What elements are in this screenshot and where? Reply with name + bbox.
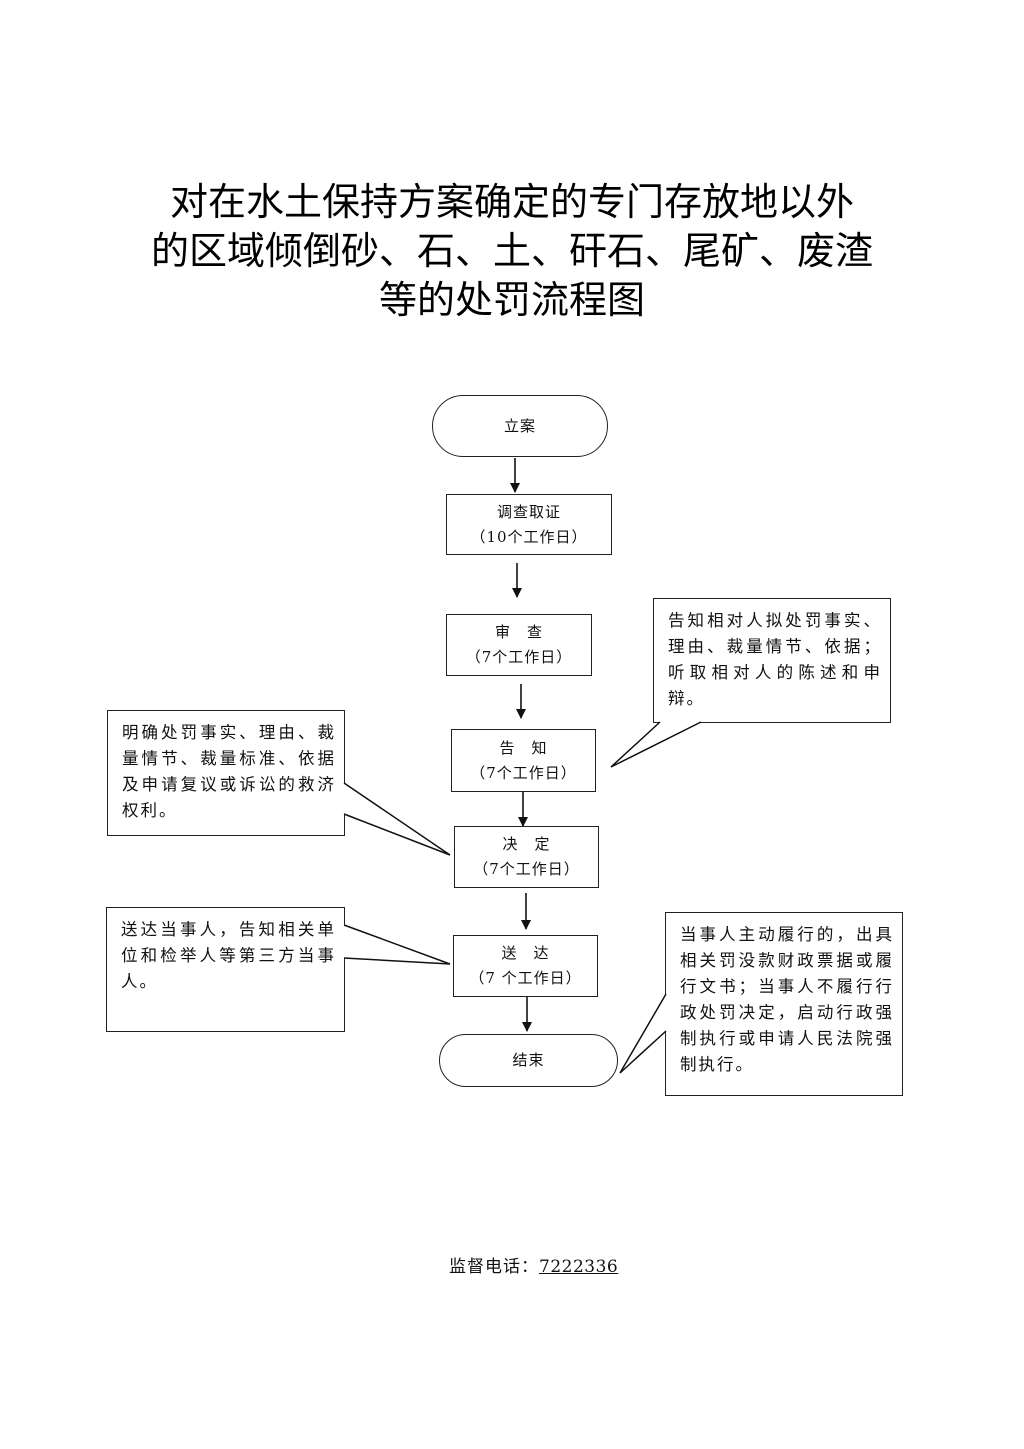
end-node: 结束 (439, 1034, 618, 1087)
title-line-1: 对在水土保持方案确定的专门存放地以外 (169, 180, 854, 224)
title-line-2: 的区域倾倒砂、石、土、矸石、尾矿、废渣 (150, 229, 873, 273)
pointer-decide-note (343, 782, 451, 856)
note-notify-content: 告知相对人拟处罚事实、理由、裁量情节、依据；听取相对人的陈述和申辩。 (653, 598, 891, 723)
note-deliver-content: 送达当事人，告知相关单位和检举人等第三方当事人。 (106, 907, 345, 1032)
deliver-duration: （7 个工作日） (469, 969, 582, 987)
review-label: 审 查 (494, 623, 543, 641)
investigate-duration: （10个工作日） (470, 527, 588, 546)
note-decide-content: 明确处罚事实、理由、裁量情节、裁量标准、依据及申请复议或诉讼的救济权利。 (107, 710, 345, 836)
review-duration: （7个工作日） (465, 648, 573, 666)
notify-duration: （7个工作日） (470, 763, 577, 782)
decide-step: 决 定 （7个工作日） (454, 826, 599, 888)
review-step: 审 查 （7个工作日） (446, 614, 592, 676)
notify-step: 告 知 （7个工作日） (451, 729, 596, 792)
hotline-label: 监督电话： (449, 1257, 539, 1277)
start-node: 立案 (432, 395, 608, 457)
page-title: 对在水土保持方案确定的专门存放地以外 的区域倾倒砂、石、土、矸石、尾矿、废渣 等… (60, 178, 964, 325)
decide-duration: （7个工作日） (473, 860, 580, 878)
deliver-label: 送 达 (501, 944, 550, 962)
notify-label: 告 知 (499, 738, 548, 757)
deliver-step: 送 达 （7 个工作日） (453, 935, 598, 997)
hotline-number: 7222336 (539, 1257, 619, 1277)
decide-label: 决 定 (502, 835, 551, 853)
note-end-content: 当事人主动履行的，出具相关罚没款财政票据或履行文书；当事人不履行行政处罚决定，启… (665, 912, 903, 1096)
pointer-end-note (619, 993, 667, 1074)
pointer-notify-note (610, 721, 702, 768)
investigate-step: 调查取证 （10个工作日） (446, 494, 612, 555)
pointer-deliver-note (343, 924, 451, 965)
investigate-label: 调查取证 (496, 502, 561, 521)
title-line-3: 等的处罚流程图 (378, 278, 645, 322)
supervision-hotline: 监督电话：7222336 (449, 1252, 618, 1277)
